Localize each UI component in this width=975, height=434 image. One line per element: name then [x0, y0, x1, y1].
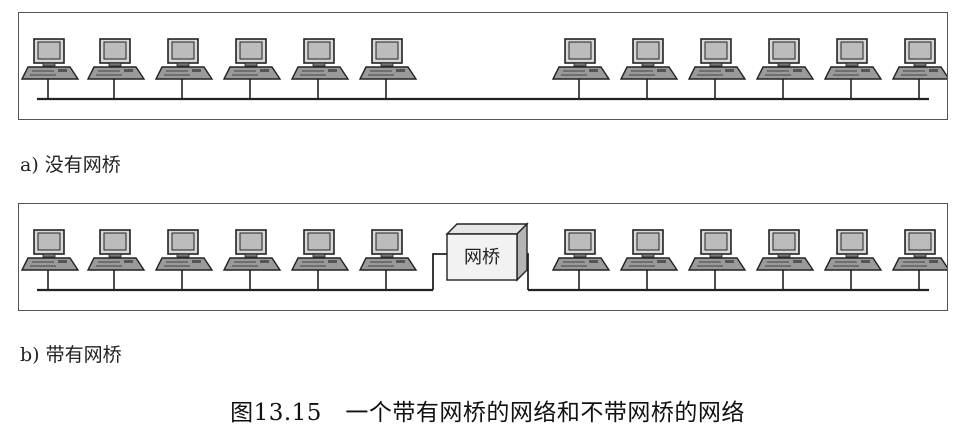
computer-icon [360, 230, 416, 290]
computer-icon [825, 39, 881, 99]
computer-icon [360, 39, 416, 99]
computer-icon [757, 230, 813, 290]
computer-icon [88, 39, 144, 99]
computer-icon [292, 230, 348, 290]
caption-a: a) 没有网桥 [20, 150, 121, 177]
computer-icon [224, 39, 280, 99]
bridge-connector-left [433, 254, 447, 290]
computer-icon [893, 230, 947, 290]
computer-icon [292, 39, 348, 99]
caption-b: b) 带有网桥 [20, 340, 122, 367]
computer-icon [22, 39, 78, 99]
bridge-box: 网桥 [447, 224, 527, 280]
panel-with-bridge: 网桥 [18, 203, 948, 311]
network-diagram-with-bridge: 网桥 [19, 204, 947, 310]
network-diagram-without-bridge [19, 13, 947, 119]
computer-icon [621, 230, 677, 290]
computer-icon [88, 230, 144, 290]
computer-icon [553, 39, 609, 99]
figure-title: 图13.15 一个带有网桥的网络和不带网桥的网络 [0, 393, 975, 427]
computer-icon [156, 39, 212, 99]
bridge-label: 网桥 [464, 247, 500, 268]
computer-icon [757, 39, 813, 99]
computer-icon [621, 39, 677, 99]
computer-icon [156, 230, 212, 290]
computer-icon [553, 230, 609, 290]
computer-icon [224, 230, 280, 290]
computer-icon [689, 39, 745, 99]
computer-icon [22, 230, 78, 290]
panel-without-bridge [18, 12, 948, 120]
computer-icon [825, 230, 881, 290]
computer-icon [893, 39, 947, 99]
computer-icon [689, 230, 745, 290]
